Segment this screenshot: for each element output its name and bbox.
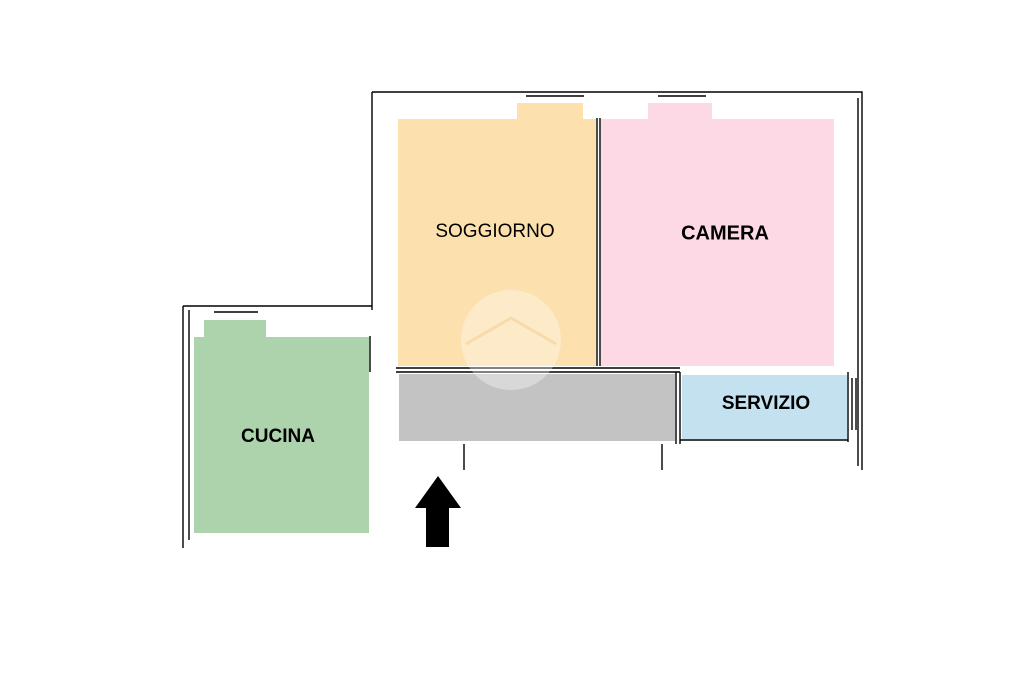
room-servizio-area — [682, 375, 847, 439]
room-corridor-area — [399, 374, 675, 441]
room-cucina-label: CUCINA — [241, 426, 315, 447]
room-soggiorno: SOGGIORNO — [398, 103, 596, 366]
room-soggiorno-label: SOGGIORNO — [435, 221, 554, 242]
room-cucina-area — [194, 320, 369, 533]
room-servizio: SERVIZIO — [682, 375, 847, 439]
room-cucina: CUCINA — [194, 320, 369, 533]
room-soggiorno-area — [398, 103, 596, 366]
room-servizio-label: SERVIZIO — [722, 393, 810, 414]
watermark-logo — [461, 290, 561, 390]
room-corridor — [399, 374, 675, 441]
room-camera-label: CAMERA — [681, 222, 769, 244]
room-camera: CAMERA — [601, 103, 834, 366]
room-camera-area — [601, 103, 834, 366]
arrow-up-icon — [415, 476, 461, 547]
walls — [182, 91, 863, 548]
